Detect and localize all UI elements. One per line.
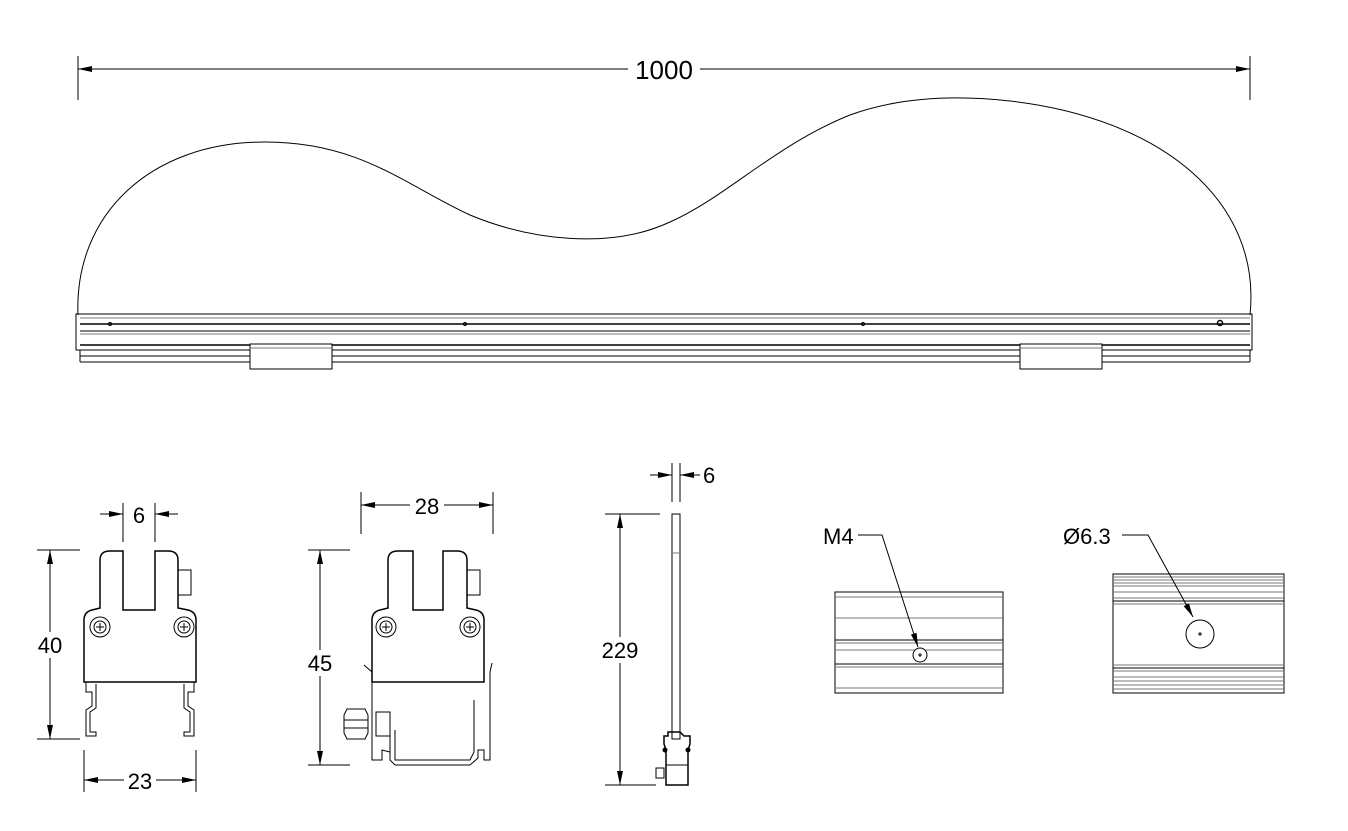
bracket-height-dimension: 45 — [304, 549, 350, 766]
slot-width-label: 6 — [133, 503, 145, 528]
diameter-callout: Ø6.3 — [1063, 524, 1194, 618]
diameter-label: Ø6.3 — [1063, 524, 1111, 549]
mounting-clip-left — [249, 343, 333, 370]
front-view-clip-with-bracket: 28 45 — [304, 492, 494, 766]
bracket-height-label: 45 — [308, 651, 332, 676]
width-label: 23 — [128, 769, 152, 794]
width-dimension: 23 — [83, 750, 197, 794]
thickness-label: 6 — [703, 463, 715, 488]
screw-icon — [459, 616, 481, 638]
thickness-dimension: 6 — [650, 463, 715, 502]
threaded-block-view: M4 — [823, 524, 1004, 694]
height-label: 40 — [38, 633, 62, 658]
screw-icon — [89, 616, 111, 638]
screw-icon — [173, 616, 195, 638]
side-height-label: 229 — [602, 638, 639, 663]
mounting-clip-right — [1019, 343, 1103, 370]
bracket-width-label: 28 — [415, 494, 439, 519]
m4-label: M4 — [823, 524, 854, 549]
height-dimension: 40 — [36, 549, 80, 740]
slot-width-dimension: 6 — [100, 503, 178, 542]
top-view-luminaire: 1000 — [75, 55, 1253, 370]
overall-length-label: 1000 — [635, 55, 693, 85]
m4-callout: M4 — [823, 524, 919, 648]
side-height-dimension: 229 — [598, 513, 660, 786]
bracket-width-dimension: 28 — [360, 492, 494, 534]
hex-nut-icon — [343, 708, 369, 740]
front-view-clip: 6 40 23 — [36, 503, 197, 794]
wave-panel-outline — [77, 97, 1252, 316]
side-view: 6 229 — [598, 463, 715, 786]
drilled-block-view: Ø6.3 — [1063, 524, 1285, 694]
screw-icon — [375, 616, 397, 638]
overall-length-dimension: 1000 — [77, 55, 1251, 100]
